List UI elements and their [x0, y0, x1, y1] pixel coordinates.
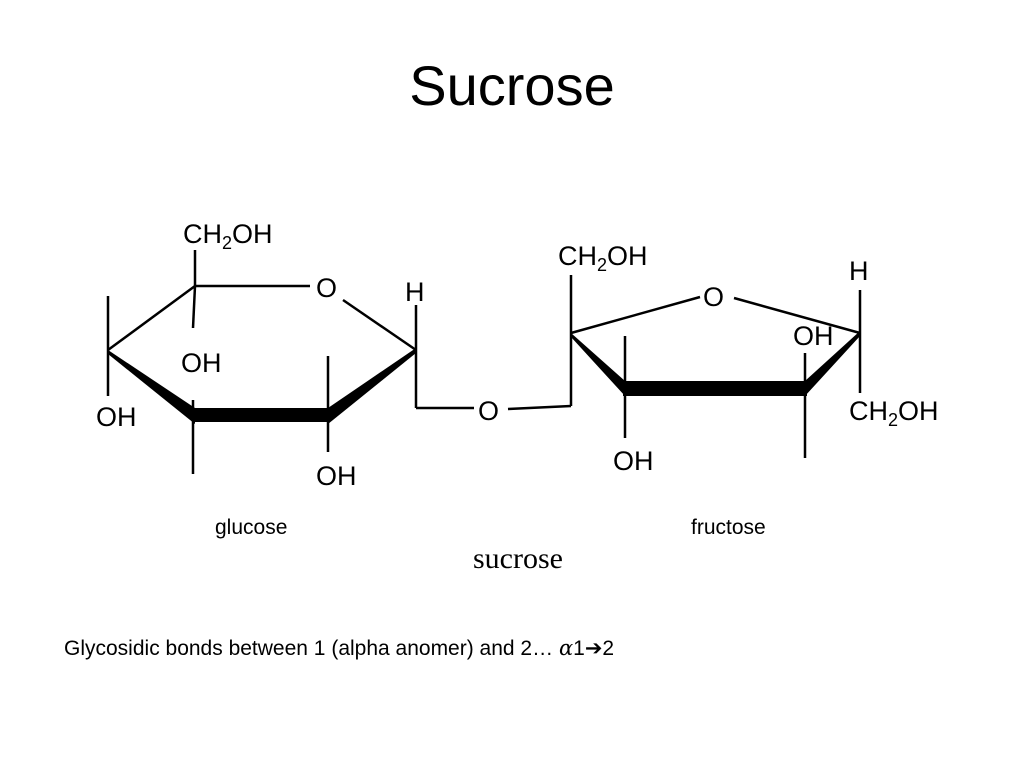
fructose-oh-bottom: OH: [613, 446, 654, 476]
glucose-anomeric-h: H: [405, 277, 425, 307]
glucose-oh-top: OH: [181, 348, 222, 378]
fructose-oh-right: OH: [793, 321, 834, 351]
fructose-front-bonds: [571, 331, 860, 396]
diagram-caption: sucrose: [473, 542, 563, 575]
glucose-front-bonds: [108, 348, 416, 424]
fructose-ring-oxygen: O: [703, 282, 724, 312]
fructose-ch2oh-right-label: CH2OH: [849, 396, 939, 430]
fructose-h: H: [849, 256, 869, 286]
fructose-name-label: fructose: [691, 516, 766, 539]
glucose-ch2oh-label: CH2OH: [183, 219, 273, 253]
glycosidic-bond-note: Glycosidic bonds between 1 (alpha anomer…: [64, 636, 614, 661]
fructose-ch2oh-top-label: CH2OH: [558, 241, 648, 275]
glucose-ring: [106, 250, 572, 474]
glucose-oh-bottom: OH: [316, 461, 357, 491]
page-title: Sucrose: [409, 54, 615, 117]
glucose-ring-oxygen: O: [316, 273, 337, 303]
glycosidic-oxygen: O: [478, 396, 499, 426]
glucose-name-label: glucose: [215, 516, 287, 539]
alpha-symbol: α: [558, 636, 574, 660]
bond-notation: 1➔2: [573, 637, 615, 660]
note-text: Glycosidic bonds between 1 (alpha anomer…: [64, 637, 559, 660]
glucose-oh-left: OH: [96, 402, 137, 432]
